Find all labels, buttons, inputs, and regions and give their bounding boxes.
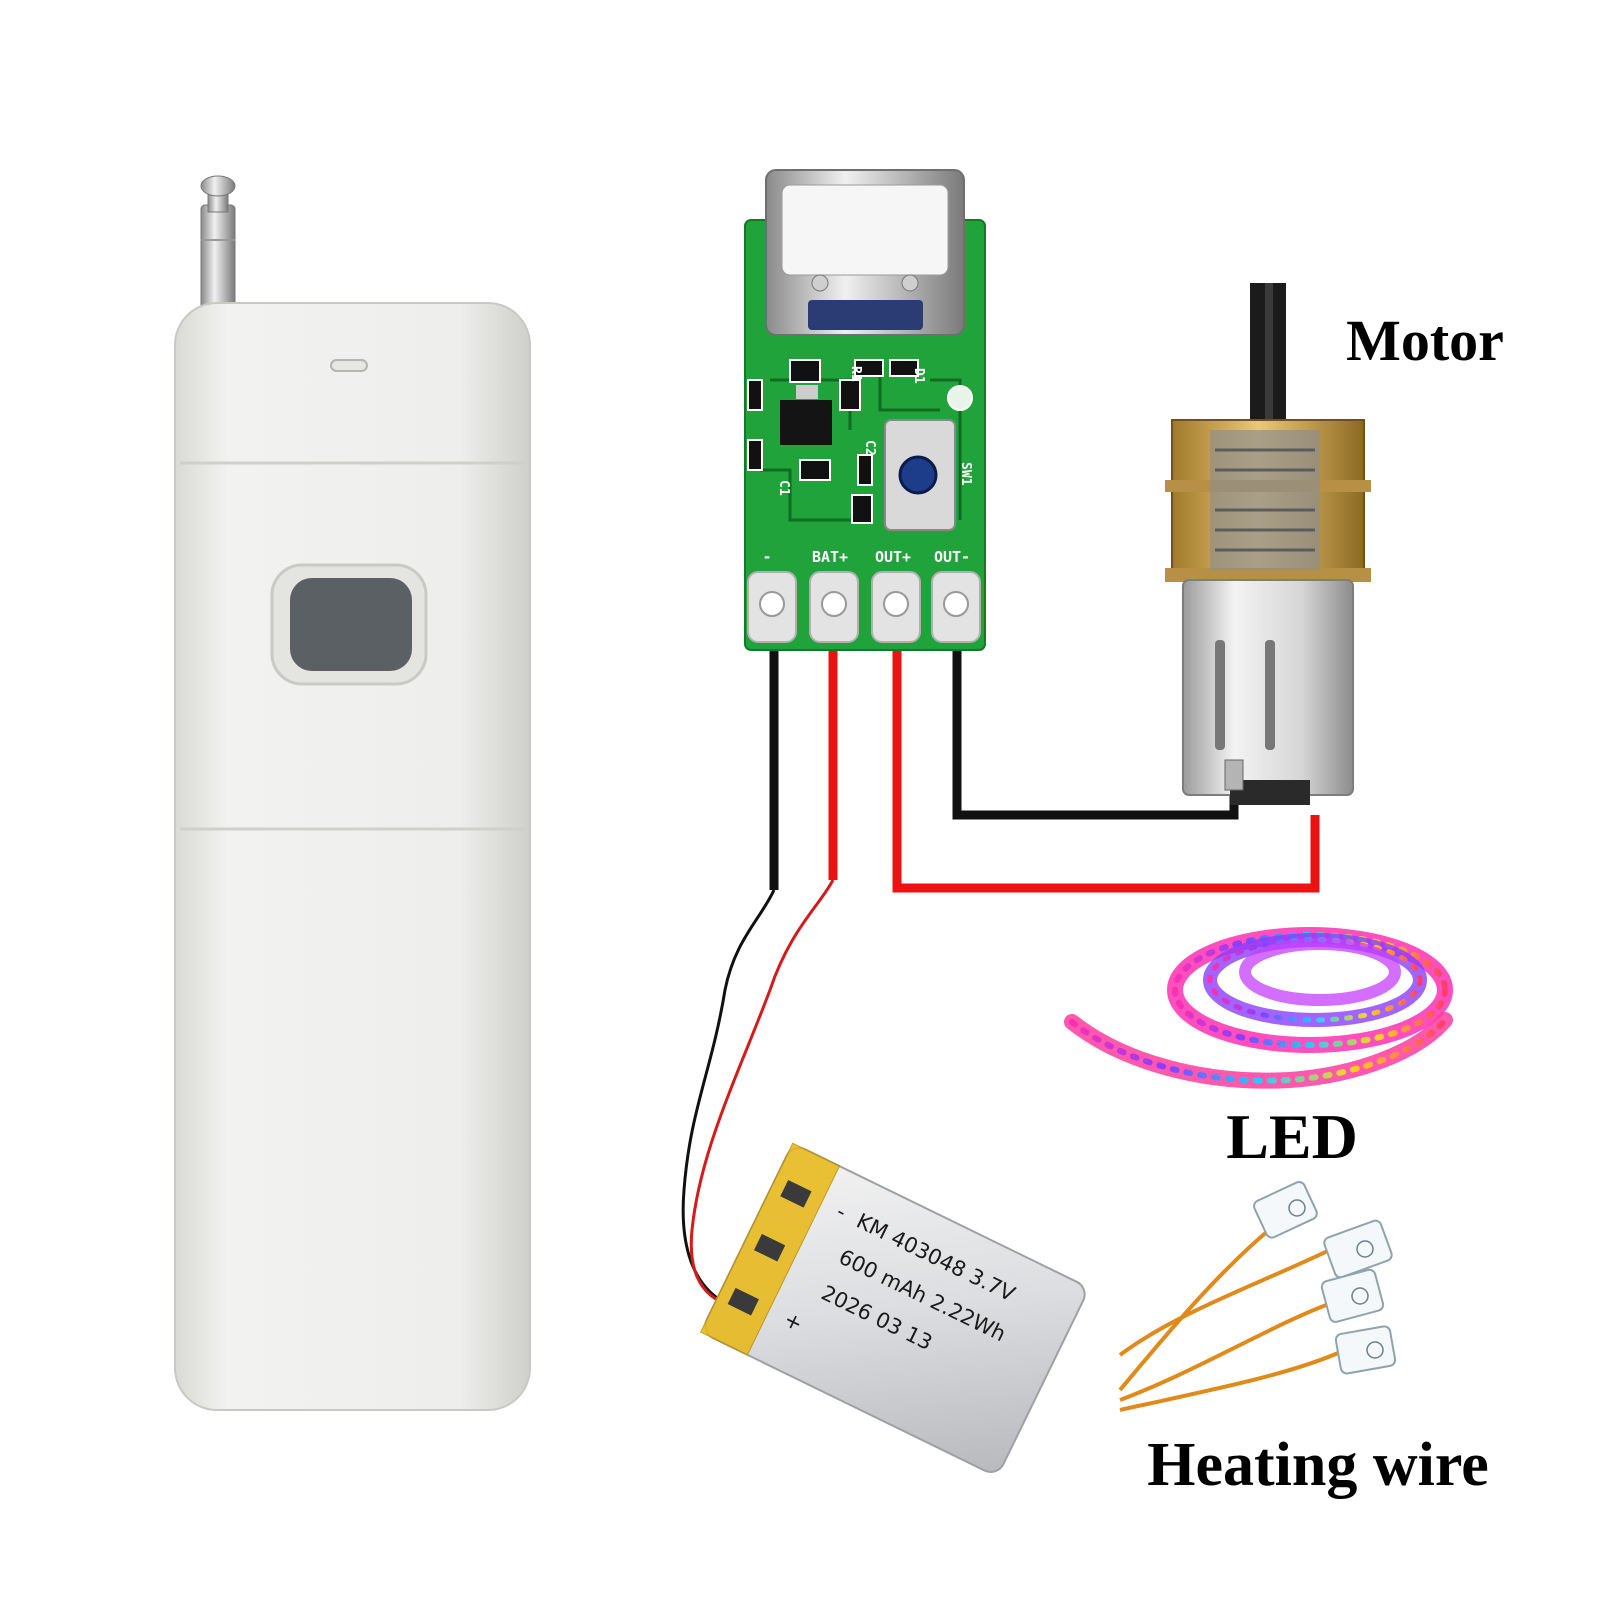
heater-element-1 — [1253, 1181, 1318, 1239]
ic-chip — [780, 400, 832, 445]
gears — [1215, 448, 1315, 552]
pin-label-negative: - — [762, 548, 771, 566]
motor-label: Motor — [1346, 308, 1504, 373]
pin-label-out-minus: OUT- — [934, 548, 970, 566]
pin-label-bat-plus: BAT+ — [812, 548, 848, 566]
led-label: LED — [1226, 1101, 1358, 1172]
heating-wire: Heating wire — [1118, 1181, 1489, 1499]
silk-sw1: SW1 — [958, 462, 973, 486]
antenna — [200, 175, 236, 311]
silk-c1: C1 — [776, 480, 791, 496]
wire-out-positive — [892, 640, 1320, 893]
remote-button[interactable] — [290, 578, 412, 671]
lipo-battery: - KM 403048 3.7V 600 mAh 2.22Wh 2026 03 … — [700, 1142, 1086, 1473]
remote-body — [174, 302, 531, 1411]
pcb-module: C2 C1 SW1 R1 D1 - BAT+ OUT+ OUT- — [744, 169, 986, 651]
silk-c2: C2 — [862, 440, 877, 456]
tactile-switch[interactable] — [884, 419, 956, 531]
remote-control — [174, 175, 531, 1411]
heater-element-4 — [1334, 1325, 1397, 1375]
heater-element-2 — [1323, 1219, 1393, 1279]
gear-motor: Motor — [1165, 283, 1504, 805]
usb-c-connector[interactable] — [765, 169, 965, 336]
wire-bat-negative-thin — [681, 889, 776, 1302]
wire-bat-positive-thin — [689, 879, 835, 1307]
led-strip: LED — [1064, 927, 1453, 1172]
pin-label-out-plus: OUT+ — [875, 548, 911, 566]
heating-wire-label: Heating wire — [1147, 1431, 1489, 1499]
silk-d1: D1 — [911, 368, 926, 384]
indicator-led — [330, 359, 368, 372]
silk-r1: R1 — [848, 366, 863, 382]
solder-pads — [747, 571, 981, 643]
